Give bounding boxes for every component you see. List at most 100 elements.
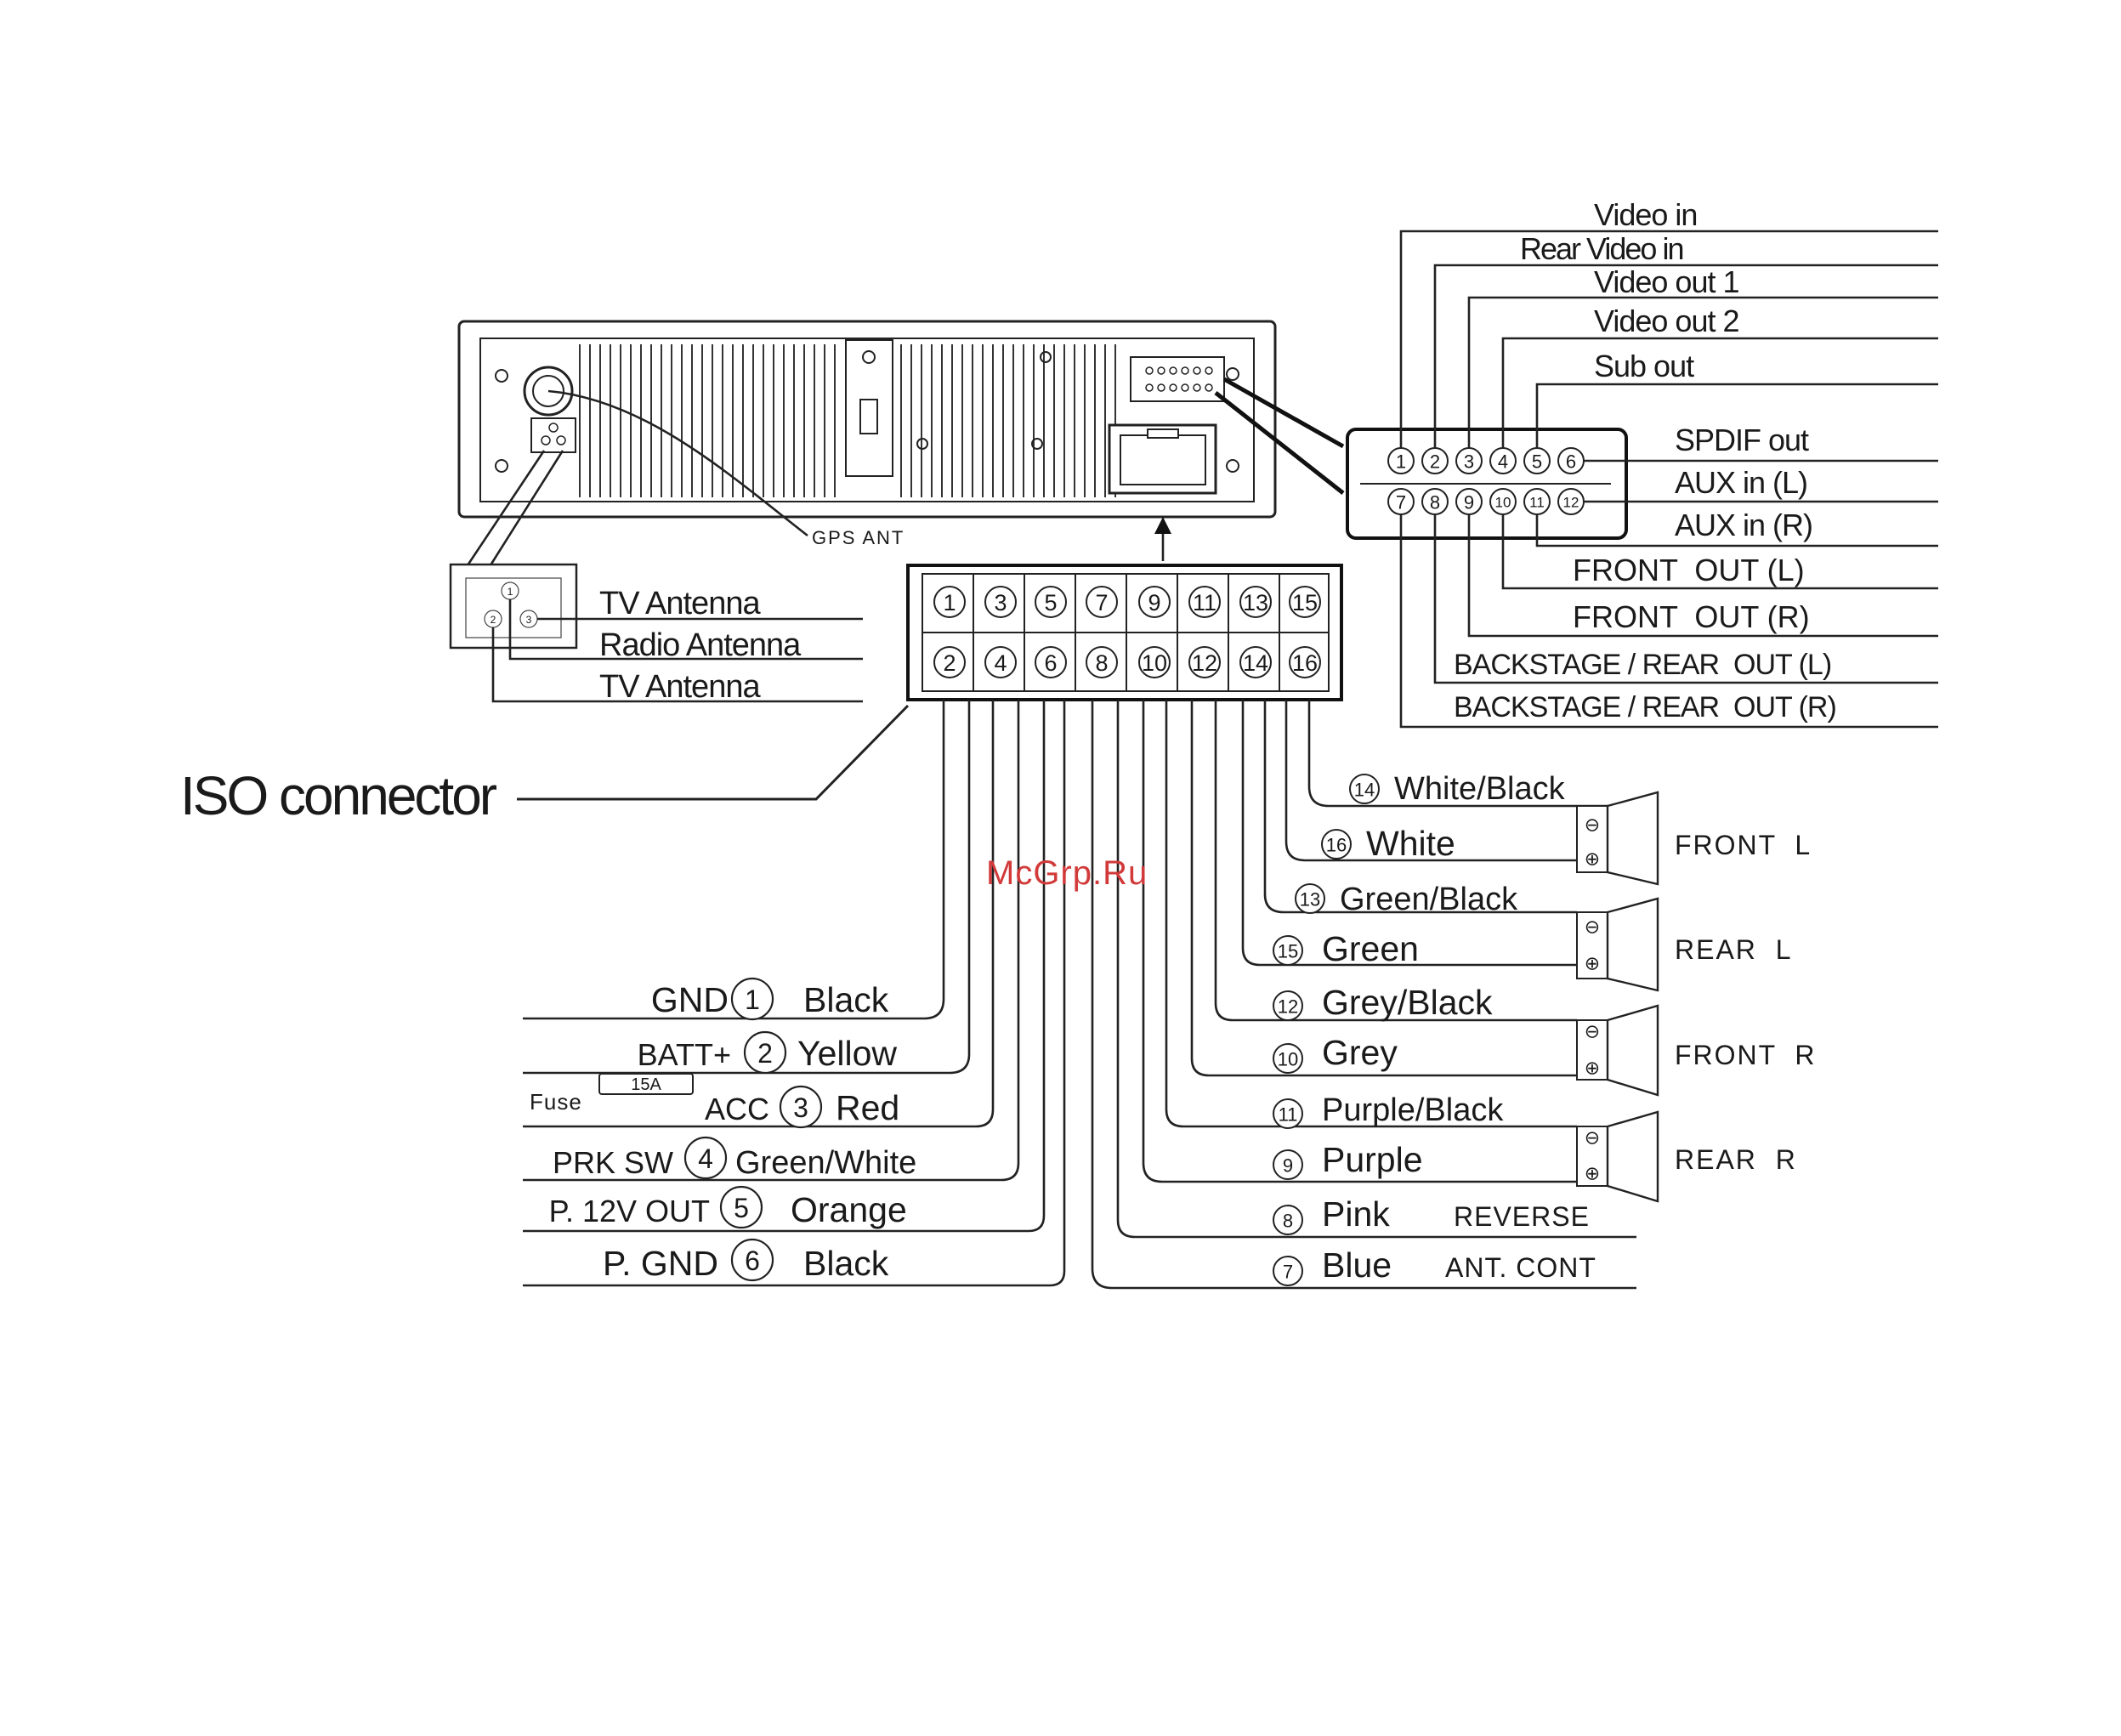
iso-pin-14: 14: [1243, 650, 1268, 676]
spk-color-green: Green: [1322, 929, 1419, 968]
right-wires: [1091, 700, 1636, 1290]
speaker-front-l-plus: ⊕: [1585, 848, 1600, 870]
rca-pin-12: 12: [1563, 495, 1579, 511]
rca-pin-3: 3: [1464, 451, 1474, 473]
iso-pin-8: 8: [1095, 650, 1108, 676]
rca-label-sub-out: Sub out: [1594, 349, 1694, 383]
bottom-color-pink: Pink: [1322, 1194, 1390, 1234]
spk-color-grey-black: Grey/Black: [1322, 983, 1493, 1022]
left-color-yellow: Yellow: [797, 1034, 897, 1073]
left-fn-gnd: GND: [651, 980, 729, 1019]
spk-pin-15: 15: [1278, 941, 1298, 962]
rca-pin-4: 4: [1498, 451, 1508, 473]
spk-pin-11: 11: [1279, 1104, 1298, 1126]
spk-pin-13: 13: [1300, 889, 1320, 911]
antenna-connector: 1 2 3: [449, 563, 578, 650]
iso-pin-6: 6: [1044, 650, 1057, 676]
spk-color-white: White: [1366, 824, 1455, 863]
speaker-front-l: ⊖ ⊕ FRONT L: [1576, 791, 1812, 886]
left-color-red: Red: [836, 1088, 899, 1127]
left-fn-pgnd: P. GND: [603, 1244, 718, 1283]
rca-label-spdif-out: SPDIF out: [1675, 423, 1809, 457]
rca-pin-1: 1: [1396, 451, 1406, 473]
spk-color-purple-black: Purple/Black: [1322, 1092, 1504, 1128]
left-pin-6: 6: [745, 1245, 760, 1276]
iso-pin-13: 13: [1243, 590, 1268, 616]
rca-connector: 1 2 3 4 5 6 7 8 9 10 11 12: [1346, 428, 1628, 540]
iso-connector-title: ISO connector: [180, 765, 497, 826]
spk-color-green-black: Green/Black: [1340, 882, 1518, 917]
spk-pin-16: 16: [1326, 835, 1347, 856]
iso-pin-4: 4: [994, 650, 1007, 676]
bottom-color-blue: Blue: [1322, 1245, 1392, 1285]
spk-color-grey: Grey: [1322, 1033, 1398, 1072]
speaker-rear-l: ⊖ ⊕ REAR L: [1576, 897, 1792, 992]
spk-pin-14: 14: [1354, 780, 1375, 801]
left-wires: [523, 700, 1066, 1287]
bottom-fn-reverse: REVERSE: [1454, 1201, 1590, 1232]
speaker-front-r: ⊖ ⊕ FRONT R: [1576, 1004, 1817, 1097]
antenna-pin-3: 3: [526, 614, 532, 626]
bottom-fn-ant-cont: ANT. CONT: [1445, 1252, 1596, 1283]
speaker-rear-r-minus: ⊖: [1585, 1127, 1600, 1149]
rca-label-front-out-r: FRONT OUT (R): [1573, 599, 1810, 634]
speaker-rear-r: ⊖ ⊕ REAR R: [1576, 1110, 1797, 1203]
iso-pin-5: 5: [1044, 590, 1057, 616]
rca-label-rear-out-l: BACKSTAGE / REAR OUT (L): [1454, 649, 1831, 681]
antenna-label-tv-1: TV Antenna: [599, 586, 761, 621]
left-fn-batt: BATT+: [638, 1037, 731, 1072]
rca-label-aux-r: AUX in (R): [1675, 508, 1812, 542]
rca-pin-7: 7: [1396, 492, 1406, 513]
rca-label-video-out-1: Video out 1: [1594, 264, 1739, 299]
speaker-rear-l-minus: ⊖: [1585, 916, 1600, 938]
bottom-pin-7: 7: [1283, 1262, 1293, 1283]
left-fn-prk-sw: PRK SW: [553, 1145, 673, 1180]
iso-pin-7: 7: [1095, 590, 1108, 616]
head-unit: [457, 320, 1277, 519]
rca-pin-9: 9: [1464, 492, 1474, 513]
rca-pin-10: 10: [1495, 495, 1511, 511]
speaker-front-l-minus: ⊖: [1585, 814, 1600, 836]
speaker-front-r-plus: ⊕: [1585, 1058, 1600, 1079]
left-pin-4: 4: [698, 1143, 713, 1174]
antenna-label-radio: Radio Antenna: [599, 627, 802, 663]
left-fn-acc: ACC: [705, 1092, 769, 1126]
bottom-pin-8: 8: [1283, 1211, 1293, 1232]
speaker-rear-l-plus: ⊕: [1585, 953, 1600, 974]
iso-pin-16: 16: [1292, 650, 1318, 676]
iso-connector: 1 3 5 7 9 11 13 15 2 4 6 8 10 12 14 16: [906, 564, 1343, 701]
rca-pin-8: 8: [1430, 492, 1440, 513]
antenna-label-tv-2: TV Antenna: [599, 669, 761, 705]
rca-pin-2: 2: [1430, 451, 1440, 473]
speaker-front-l-label: FRONT L: [1675, 830, 1812, 860]
left-color-black-1: Black: [803, 980, 889, 1019]
rca-pin-6: 6: [1566, 451, 1576, 473]
antenna-pin-2: 2: [491, 614, 496, 626]
iso-pin-15: 15: [1292, 590, 1318, 616]
gps-ant-label: GPS ANT: [812, 527, 905, 548]
left-color-green-white: Green/White: [735, 1145, 916, 1181]
left-pin-2: 2: [757, 1038, 773, 1069]
spk-color-purple: Purple: [1322, 1140, 1423, 1179]
spk-pin-12: 12: [1278, 996, 1298, 1018]
iso-pin-2: 2: [943, 650, 956, 676]
fuse: 15A Fuse: [530, 1073, 694, 1115]
left-pin-3: 3: [793, 1092, 808, 1123]
fuse-label: Fuse: [530, 1089, 582, 1115]
iso-pin-9: 9: [1148, 590, 1160, 616]
spk-color-white-black: White/Black: [1394, 771, 1566, 807]
rca-label-rear-video-in: Rear Video in: [1520, 231, 1682, 266]
rca-port: [1130, 356, 1225, 402]
iso-pin-12: 12: [1192, 650, 1217, 676]
speaker-rear-r-label: REAR R: [1675, 1144, 1797, 1175]
rca-leaders: [1399, 230, 1938, 729]
spk-pin-9: 9: [1283, 1155, 1293, 1177]
rca-label-rear-out-r: BACKSTAGE / REAR OUT (R): [1454, 691, 1836, 723]
rca-pin-5: 5: [1532, 451, 1542, 473]
speaker-rear-l-label: REAR L: [1675, 934, 1792, 965]
speaker-front-r-label: FRONT R: [1675, 1040, 1817, 1070]
speaker-front-r-minus: ⊖: [1585, 1021, 1600, 1042]
left-pin-1: 1: [745, 984, 760, 1015]
spk-pin-10: 10: [1278, 1049, 1298, 1070]
